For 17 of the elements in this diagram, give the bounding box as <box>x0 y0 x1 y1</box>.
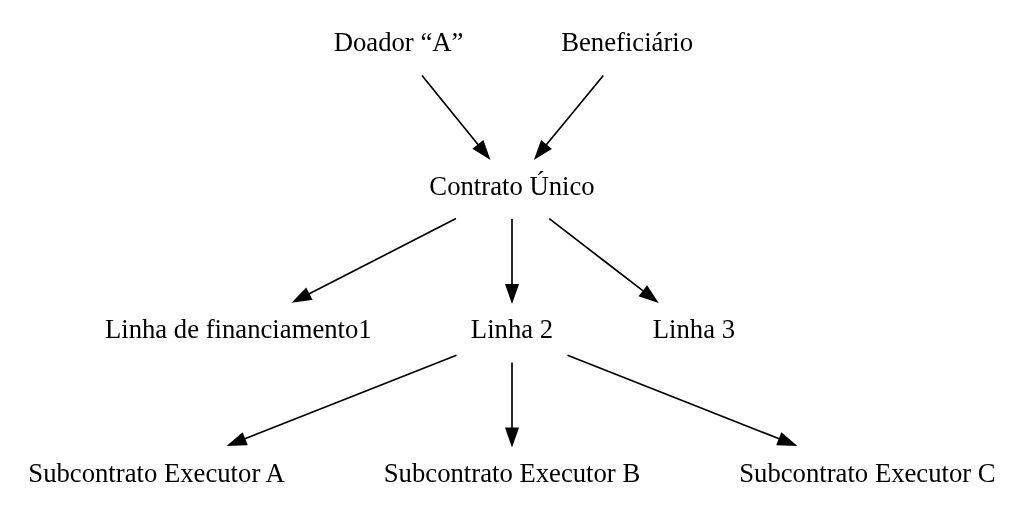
arrow <box>533 74 605 160</box>
arrow <box>505 218 519 305</box>
node-text: Linha de financiamento1 <box>104 314 372 345</box>
node-text: Linha 2 <box>470 314 554 345</box>
node-text: Subcontrato Executor C <box>739 457 996 488</box>
node-text: Beneficiário <box>561 27 694 58</box>
arrow <box>548 217 659 303</box>
node-text: Contrato Único <box>429 170 595 201</box>
node-text: Subcontrato Executor A <box>28 457 285 488</box>
arrow <box>226 354 458 446</box>
node-text: Linha 3 <box>652 314 736 345</box>
node-text: Subcontrato Executor B <box>383 457 641 488</box>
node-text: Doador “A” <box>333 27 464 58</box>
arrow <box>421 74 491 160</box>
arrow <box>505 361 519 448</box>
arrow <box>291 217 457 303</box>
arrow <box>566 354 798 446</box>
